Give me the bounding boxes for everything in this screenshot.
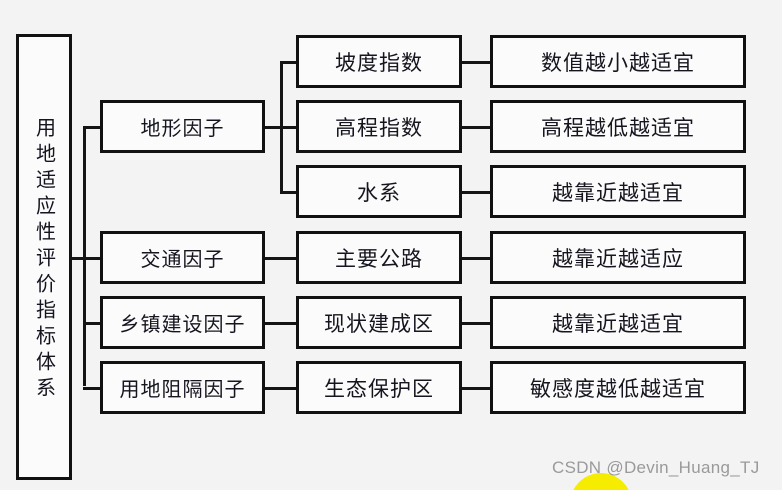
node-terrain-label: 地形因子: [140, 118, 225, 140]
node-elevation-label: 高程指数: [335, 115, 423, 140]
node-road-rule-label: 越靠近越适应: [552, 246, 684, 271]
connector-root-to-barrier: [83, 387, 103, 390]
node-eco-rule[interactable]: 敏感度越低越适宜: [490, 361, 746, 414]
connector-barrier-to-eco: [263, 387, 298, 390]
node-road[interactable]: 主要公路: [296, 231, 462, 284]
node-root-label: 用地适应性评价指标体系: [32, 117, 55, 403]
connector-root-to-township: [83, 322, 103, 325]
node-water-label: 水系: [357, 180, 401, 205]
node-eco[interactable]: 生态保护区: [296, 361, 462, 414]
node-elevation-rule-label: 高程越低越适宜: [541, 115, 695, 140]
node-eco-label: 生态保护区: [324, 376, 434, 401]
connector-root-to-terrain: [83, 126, 103, 129]
node-elevation-rule[interactable]: 高程越低越适宜: [490, 100, 746, 153]
node-water-rule[interactable]: 越靠近越适宜: [490, 165, 746, 218]
node-road-label: 主要公路: [335, 246, 423, 271]
connector-root-stub: [70, 257, 86, 260]
connector-terrain-to-slope: [280, 61, 298, 64]
node-elevation[interactable]: 高程指数: [296, 100, 462, 153]
node-eco-rule-label: 敏感度越低越适宜: [530, 376, 706, 401]
connector-root-to-traffic: [83, 257, 103, 260]
node-slope-label: 坡度指数: [335, 50, 423, 75]
node-root[interactable]: 用地适应性评价指标体系: [16, 34, 72, 480]
watermark-highlight-dot: [570, 473, 632, 490]
node-township[interactable]: 乡镇建设因子: [100, 296, 265, 349]
connector-terrain-to-elevation: [280, 126, 298, 129]
node-slope-rule[interactable]: 数值越小越适宜: [490, 35, 746, 88]
connector-slope-to-rule: [460, 61, 492, 64]
connector-root-trunk: [83, 126, 86, 386]
node-water-rule-label: 越靠近越适宜: [552, 180, 684, 205]
node-builtup-rule-label: 越靠近越适宜: [552, 311, 684, 336]
node-water[interactable]: 水系: [296, 165, 462, 218]
node-builtup-label: 现状建成区: [324, 311, 434, 336]
node-barrier-label: 用地阻隔因子: [119, 379, 246, 401]
node-slope-rule-label: 数值越小越适宜: [541, 50, 695, 75]
node-township-label: 乡镇建设因子: [119, 314, 246, 336]
connector-eco-to-rule: [460, 387, 492, 390]
watermark-text: CSDN @Devin_Huang_TJ: [552, 458, 760, 477]
node-builtup[interactable]: 现状建成区: [296, 296, 462, 349]
node-road-rule[interactable]: 越靠近越适应: [490, 231, 746, 284]
connector-traffic-to-road: [263, 257, 298, 260]
connector-builtup-to-rule: [460, 322, 492, 325]
connector-water-to-rule: [460, 191, 492, 194]
connector-elevation-to-rule: [460, 126, 492, 129]
connector-terrain-to-water: [280, 191, 298, 194]
connector-township-to-builtup: [263, 322, 298, 325]
connector-terrain-stub: [263, 126, 283, 129]
node-traffic[interactable]: 交通因子: [100, 231, 265, 284]
node-terrain[interactable]: 地形因子: [100, 100, 265, 153]
node-traffic-label: 交通因子: [140, 249, 225, 271]
node-slope[interactable]: 坡度指数: [296, 35, 462, 88]
connector-road-to-rule: [460, 257, 492, 260]
node-barrier[interactable]: 用地阻隔因子: [100, 361, 265, 414]
node-builtup-rule[interactable]: 越靠近越适宜: [490, 296, 746, 349]
